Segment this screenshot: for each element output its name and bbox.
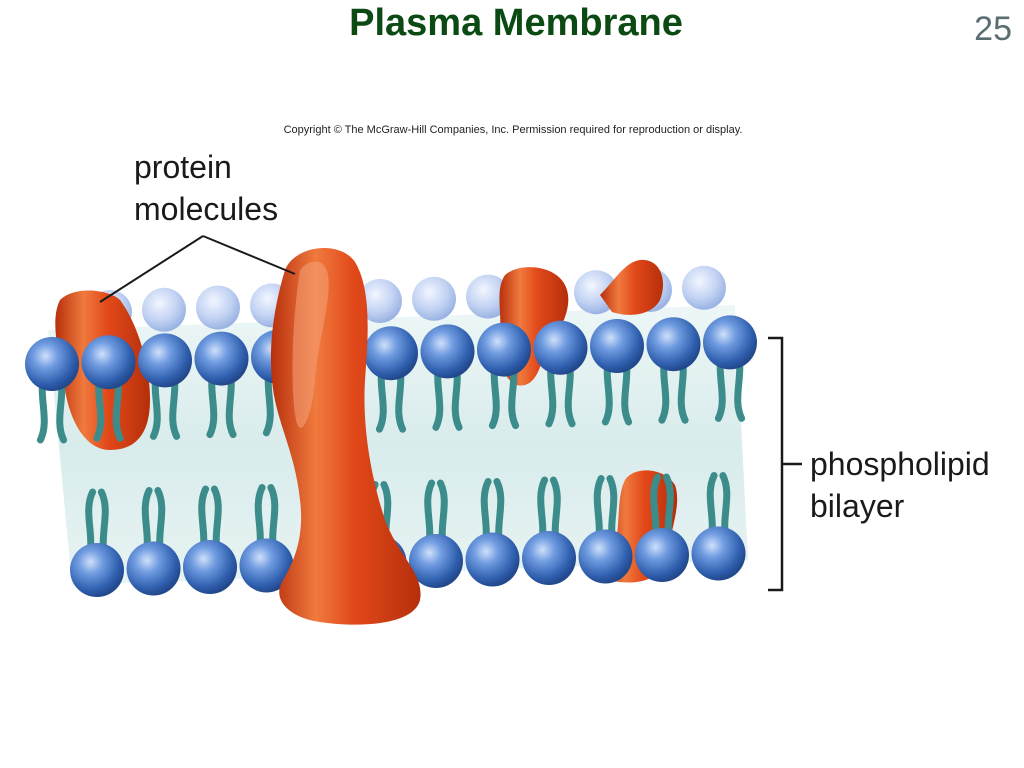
back-lipid-head: [142, 287, 186, 332]
label-bilayer-line-1: phospholipid: [810, 446, 990, 482]
upper-lipid-head: [194, 331, 249, 386]
lower-lipid-head: [635, 528, 689, 582]
lower-lipid-head: [409, 534, 463, 588]
upper-lipid-head: [477, 322, 531, 377]
copyright-notice: Copyright © The McGraw-Hill Companies, I…: [283, 124, 743, 136]
upper-lipid-head: [364, 326, 418, 381]
lower-lipid-head: [126, 541, 181, 596]
lower-lipid-head: [691, 526, 746, 581]
upper-lipid-head: [420, 324, 475, 379]
protein-pointer-line-right: [202, 235, 296, 275]
slide-number: 25: [974, 10, 1012, 48]
lower-lipid-head: [522, 531, 576, 585]
protein-pointer-line-left: [99, 235, 204, 303]
lower-lipid-head: [70, 543, 124, 597]
label-protein-line-1: protein: [134, 149, 232, 185]
lower-lipid-head: [578, 529, 633, 584]
back-lipid-head: [412, 276, 456, 321]
back-lipid-head: [358, 279, 402, 323]
back-lipid-head: [682, 265, 726, 310]
peripheral-protein-back-right: [600, 259, 664, 315]
lower-lipid-head: [239, 538, 294, 593]
upper-lipid-head: [138, 333, 192, 388]
bilayer-bracket: [768, 336, 802, 592]
upper-lipid-head: [703, 315, 757, 370]
upper-lipid-head: [646, 317, 701, 372]
upper-lipid-head: [590, 319, 644, 373]
upper-lipid-head: [25, 337, 79, 391]
label-protein-molecules: protein molecules: [134, 146, 354, 230]
label-phospholipid-bilayer: phospholipid bilayer: [810, 443, 1020, 527]
slide-title: Plasma Membrane: [349, 2, 683, 44]
lower-lipid-head: [465, 532, 520, 587]
upper-lipid-head: [533, 320, 588, 375]
transmembrane-protein-highlight: [292, 261, 329, 428]
label-protein-line-2: molecules: [134, 191, 279, 227]
lower-lipid-head: [183, 540, 237, 594]
back-lipid-head: [196, 285, 240, 330]
lower-phospholipid-heads: [70, 526, 746, 597]
label-bilayer-line-2: bilayer: [810, 488, 905, 524]
back-lipid-head: [466, 274, 510, 319]
upper-lipid-head: [81, 335, 136, 390]
